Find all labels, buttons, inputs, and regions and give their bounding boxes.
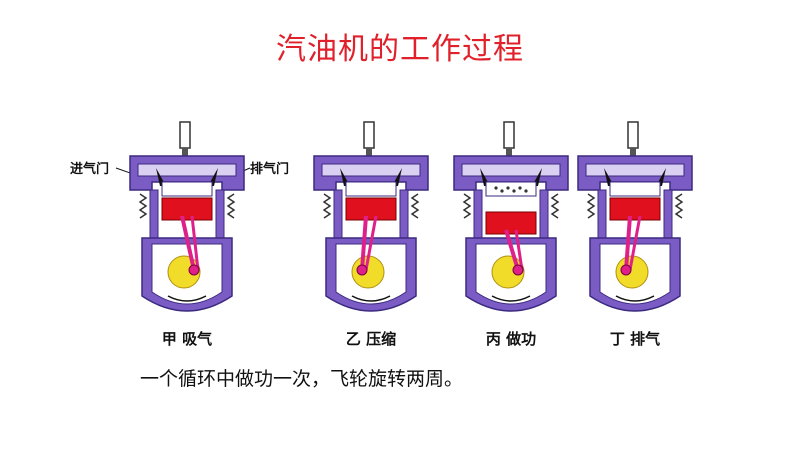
spark-plug-tip xyxy=(630,148,636,156)
rotation-arrow xyxy=(351,295,391,302)
crank-pin xyxy=(356,264,368,276)
engine-intake-stroke: 甲 吸气 xyxy=(122,120,252,348)
connecting-rod-2 xyxy=(514,229,524,271)
piston xyxy=(345,197,397,221)
connecting-rod xyxy=(180,215,196,271)
engine-exhaust-stroke: 丁 排气 xyxy=(570,120,700,348)
spark-plug xyxy=(363,121,375,149)
crank-pin xyxy=(620,264,632,276)
combustion-dot xyxy=(500,189,504,193)
engine-illustration xyxy=(313,121,429,312)
spark-plug xyxy=(503,121,515,149)
page-title: 汽油机的工作过程 xyxy=(276,32,524,67)
combustion-dot xyxy=(494,186,498,190)
combustion-chamber xyxy=(485,181,537,197)
connecting-rod-2 xyxy=(628,215,642,271)
connecting-rod xyxy=(624,215,632,271)
exhaust-valve-spring xyxy=(410,193,420,219)
intake-exhaust-ports xyxy=(461,163,561,177)
engine-diagram-row: 进气门 排气门 甲 吸气 乙 压缩 丙 做功 丁 排气 xyxy=(0,110,800,350)
engine-power-stroke: 丙 做功 xyxy=(446,120,576,348)
piston xyxy=(609,197,661,221)
combustion-dot xyxy=(524,189,528,193)
connecting-rod-2 xyxy=(190,215,200,271)
spark-plug xyxy=(627,121,639,149)
engine-illustration xyxy=(129,121,245,312)
intake-valve-spring xyxy=(322,193,332,219)
connecting-rod-2 xyxy=(364,215,378,271)
combustion-dot xyxy=(512,189,516,193)
stroke-label: 丁 排气 xyxy=(609,330,661,348)
exhaust-valve-spring xyxy=(226,193,236,219)
rotation-arrow xyxy=(167,295,207,302)
connecting-rod xyxy=(360,215,368,271)
exhaust-valve-spring xyxy=(550,193,560,219)
spark-plug-tip xyxy=(366,148,372,156)
intake-exhaust-ports xyxy=(585,163,685,177)
combustion-chamber xyxy=(161,181,213,197)
combustion-dot xyxy=(518,186,522,190)
stroke-label: 丙 做功 xyxy=(485,330,537,348)
spark-plug-tip xyxy=(182,148,188,156)
crank-pin xyxy=(512,264,524,276)
intake-exhaust-ports xyxy=(137,163,237,177)
intake-valve-spring xyxy=(462,193,472,219)
combustion-dot xyxy=(506,186,510,190)
engine-illustration xyxy=(453,121,569,312)
exhaust-valve-spring xyxy=(674,193,684,219)
intake-exhaust-ports xyxy=(321,163,421,177)
combustion-chamber xyxy=(345,181,397,197)
exhaust-valve-label: 排气门 xyxy=(250,162,290,177)
rotation-arrow xyxy=(491,295,531,302)
spark-plug-tip xyxy=(506,148,512,156)
engine-illustration xyxy=(577,121,693,312)
intake-valve-label: 进气门 xyxy=(70,162,110,177)
intake-valve-spring xyxy=(138,193,148,219)
engine-compression-stroke: 乙 压缩 xyxy=(306,120,436,348)
combustion-chamber xyxy=(609,181,661,197)
rotation-arrow xyxy=(615,295,655,302)
spark-plug xyxy=(179,121,191,149)
stroke-label: 乙 压缩 xyxy=(345,330,397,348)
crank-pin xyxy=(188,264,200,276)
cycle-caption: 一个循环中做功一次，飞轮旋转两周。 xyxy=(140,368,464,390)
connecting-rod xyxy=(504,229,520,271)
piston xyxy=(485,211,537,235)
intake-valve-spring xyxy=(586,193,596,219)
piston xyxy=(161,197,213,221)
stroke-label: 甲 吸气 xyxy=(161,330,213,348)
